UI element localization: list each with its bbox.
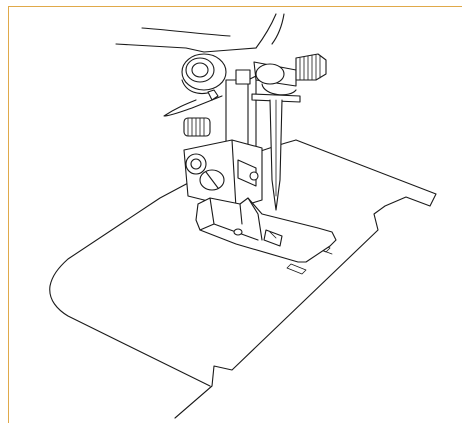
image-frame [8,6,462,423]
presser-foot [195,197,337,263]
presser-bar-knob [181,53,227,95]
needle-clamp-screw [295,53,327,81]
presser-bar [225,69,257,151]
presser-foot-holder [183,139,263,209]
machine-head [115,13,285,53]
needle-clamp [251,61,301,103]
needle [269,99,283,211]
threading-lever [163,89,223,117]
shank-screw [183,117,211,137]
